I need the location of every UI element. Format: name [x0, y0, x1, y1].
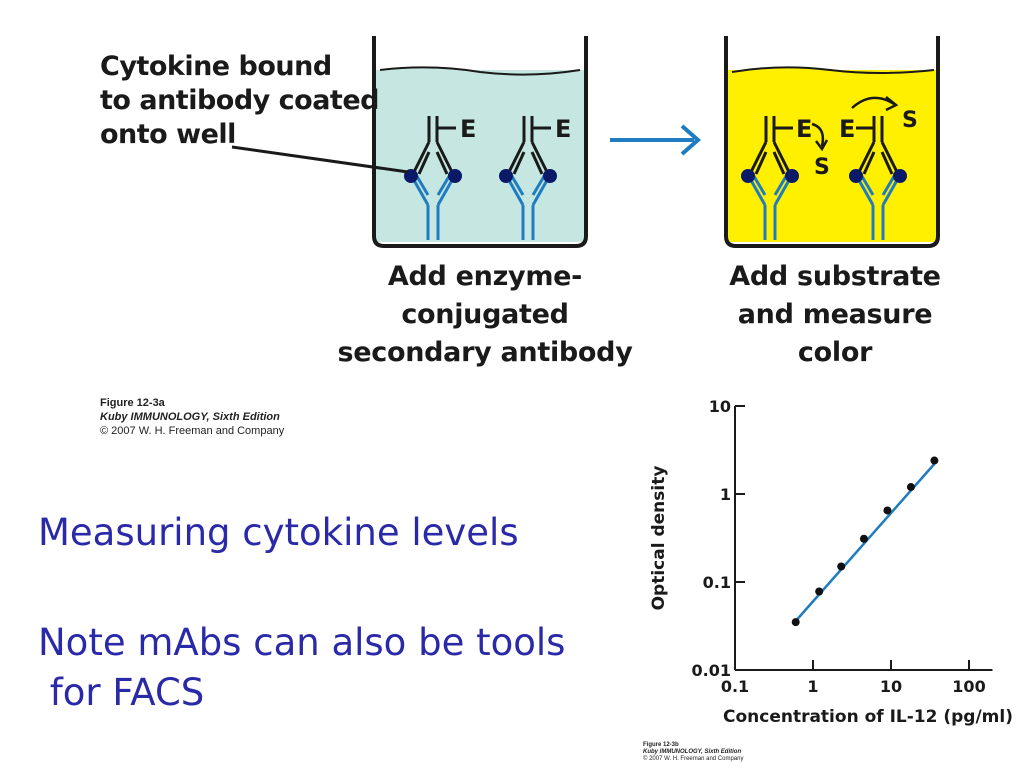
x-tick-label: 1 — [807, 677, 818, 696]
antibody-complex-4: E S — [839, 96, 918, 242]
chart-axes — [734, 406, 993, 671]
callout-label: Cytokine bound to antibody coated onto w… — [100, 50, 379, 152]
data-point — [815, 587, 824, 596]
antibody-complex-3: E S — [741, 114, 830, 242]
well-right-wall — [724, 36, 940, 248]
credit-figure: Figure 12-3b — [643, 742, 679, 748]
data-point — [837, 562, 846, 571]
substrate-label: S — [814, 155, 830, 180]
caption-line: Add substrate — [729, 261, 941, 292]
enzyme-label: E — [555, 115, 571, 143]
enzyme-label: E — [796, 115, 812, 143]
slide-note: Note mAbs can also be tools for FACS — [38, 618, 565, 718]
x-axis-label: Concentration of IL-12 (pg/ml) — [723, 707, 1013, 727]
antibody-complex-1: E — [404, 114, 476, 242]
y-tick-label: 0.1 — [703, 573, 731, 592]
cytokine-dot — [893, 169, 907, 183]
data-point — [883, 506, 892, 515]
y-tick-label: 1 — [720, 485, 731, 504]
note-line: for FACS — [38, 671, 205, 714]
caption-line: Add enzyme- — [387, 261, 583, 292]
slide-heading: Measuring cytokine levels — [38, 511, 519, 554]
well-left — [372, 36, 588, 248]
cytokine-dot — [849, 169, 863, 183]
substrate-label: S — [902, 108, 918, 133]
caption-add-enzyme: Add enzyme- conjugated secondary antibod… — [330, 258, 640, 372]
process-arrow — [610, 124, 702, 156]
y-tick-label: 10 — [709, 397, 731, 416]
x-tick-label: 100 — [952, 677, 985, 696]
caption-add-substrate: Add substrate and measure color — [700, 258, 970, 372]
figure-credit-a: Figure 12-3a Kuby IMMUNOLOGY, Sixth Edit… — [100, 396, 284, 438]
cytokine-dot — [499, 169, 513, 183]
callout-line: Cytokine bound — [100, 51, 332, 82]
data-point — [859, 534, 868, 543]
x-tick-label: 0.1 — [721, 677, 749, 696]
cytokine-dot — [741, 169, 755, 183]
note-line: Note mAbs can also be tools — [38, 621, 566, 664]
credit-figure: Figure 12-3a — [100, 397, 165, 409]
well-left-liquid — [376, 70, 584, 242]
credit-book: Kuby IMMUNOLOGY, Sixth Edition — [643, 749, 742, 755]
caption-line: conjugated — [401, 299, 569, 330]
y-axis-label: Optical density — [649, 466, 669, 611]
callout-pointer — [231, 145, 409, 174]
well-left-wall — [372, 36, 588, 248]
caption-line: secondary antibody — [337, 337, 633, 368]
figure-credit-b: Figure 12-3b Kuby IMMUNOLOGY, Sixth Edit… — [643, 742, 743, 763]
credit-copyright: © 2007 W. H. Freeman and Company — [100, 425, 285, 437]
credit-copyright: © 2007 W. H. Freeman and Company — [643, 756, 744, 762]
cytokine-dot — [785, 169, 799, 183]
cytokine-dot — [543, 169, 557, 183]
x-tick-label: 10 — [880, 677, 902, 696]
caption-line: color — [797, 337, 873, 368]
chart-marks — [791, 456, 939, 627]
caption-line: and measure — [737, 299, 933, 330]
enzyme-label: E — [839, 115, 855, 143]
data-point — [906, 483, 915, 492]
cytokine-dot — [448, 169, 462, 183]
callout-line: to antibody coated — [100, 85, 379, 116]
antibody-complex-2: E — [499, 114, 571, 242]
y-tick-label: 0.01 — [692, 661, 731, 680]
data-point — [791, 618, 800, 627]
data-point — [930, 456, 939, 465]
enzyme-label: E — [460, 115, 476, 143]
callout-line: onto well — [100, 119, 236, 150]
credit-book: Kuby IMMUNOLOGY, Sixth Edition — [100, 411, 280, 423]
